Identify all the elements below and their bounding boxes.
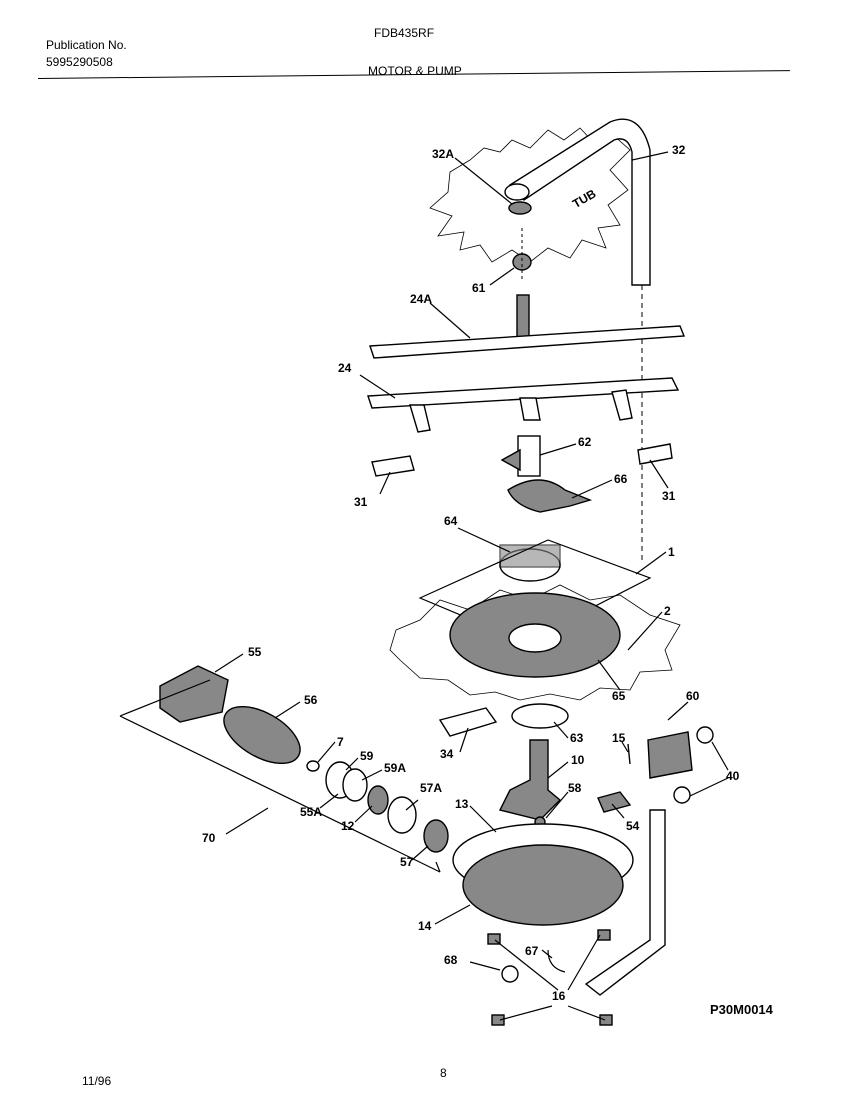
callout-13: 13: [455, 797, 469, 811]
tube-end: [504, 183, 530, 201]
part-57: [423, 819, 449, 853]
bearing-61: [512, 253, 532, 271]
callout-55: 55: [248, 645, 262, 659]
callout-70: 70: [202, 831, 216, 845]
spray-arm-hub: [516, 294, 530, 338]
callout-31-right: 31: [662, 489, 676, 503]
revision-date: 11/96: [82, 1074, 112, 1088]
hub-tab: [500, 448, 521, 472]
callout-10: 10: [571, 753, 585, 767]
part-40b: [673, 786, 691, 804]
ring-63: [511, 703, 569, 729]
seal-59A: [342, 768, 368, 802]
callout-63: 63: [570, 731, 584, 745]
foot-16b: [597, 929, 611, 941]
part-15: [627, 743, 631, 765]
leader-16b: [567, 1005, 606, 1021]
callout-65: 65: [612, 689, 626, 703]
callout-34: 34: [440, 747, 454, 761]
bracket-70-line: [119, 715, 441, 873]
callout-58: 58: [568, 781, 582, 795]
callout-16: 16: [552, 989, 566, 1003]
lower-hose: [584, 809, 666, 996]
callout-40: 40: [726, 769, 740, 783]
impeller-12: [367, 785, 389, 815]
callout-14: 14: [418, 919, 432, 933]
diagram-code: P30M0014: [710, 1002, 773, 1017]
nut-32A: [508, 201, 532, 215]
callout-7: 7: [337, 735, 344, 749]
plate-34: [438, 707, 498, 737]
foot-16d: [599, 1014, 613, 1026]
part-7: [306, 760, 320, 772]
callout-24A: 24A: [410, 292, 432, 306]
foot-16c: [491, 1014, 505, 1026]
leader-16a: [499, 1005, 553, 1021]
callout-32: 32: [672, 143, 686, 157]
callout-1: 1: [668, 545, 675, 559]
callout-57: 57: [400, 855, 414, 869]
callout-12: 12: [341, 819, 355, 833]
callout-62: 62: [578, 435, 592, 449]
publication-label: Publication No.: [46, 38, 127, 52]
leader-16d: [567, 934, 601, 991]
part-40a: [696, 726, 714, 744]
svg-text:TUB: TUB: [570, 186, 599, 211]
upper-spray-tube: [508, 118, 651, 286]
basket-14: [462, 844, 624, 926]
callout-60: 60: [686, 689, 700, 703]
callout-59: 59: [360, 749, 374, 763]
publication-number: 5995290508: [46, 55, 113, 69]
motor-56: [223, 705, 301, 765]
part-66: [507, 479, 593, 513]
upper-spray-arm-24A: [369, 325, 686, 359]
callout-15: 15: [612, 731, 626, 745]
callout-61: 61: [472, 281, 486, 295]
part-68: [501, 965, 519, 983]
callout-66: 66: [614, 472, 628, 486]
foot-16a: [487, 933, 501, 945]
callout-2: 2: [664, 604, 671, 618]
callout-64: 64: [444, 514, 458, 528]
leader-lines: [214, 151, 729, 971]
part-54: [597, 791, 632, 813]
pump-10: [498, 739, 562, 821]
callout-68: 68: [444, 953, 458, 967]
model-number: FDB435RF: [374, 26, 435, 40]
part-67: [547, 949, 566, 973]
sump-center: [508, 623, 562, 653]
callout-54: 54: [626, 819, 640, 833]
bracket-70-top: [119, 679, 211, 717]
callout-67: 67: [525, 944, 539, 958]
callout-31-left: 31: [354, 495, 368, 509]
callout-59A: 59A: [384, 761, 406, 775]
bracket-31-left: [371, 455, 415, 477]
callout-56: 56: [304, 693, 318, 707]
callout-24: 24: [338, 361, 352, 375]
part-55: [159, 665, 229, 723]
hub-62: [517, 435, 541, 477]
tub-outline-lower: [389, 584, 681, 701]
section-title: MOTOR & PUMP: [368, 64, 462, 78]
part-60: [647, 731, 693, 779]
leader-16c: [494, 939, 559, 991]
bracket-70-end: [435, 861, 441, 873]
tub-outline-upper: [429, 127, 631, 263]
page-number: 8: [440, 1066, 447, 1080]
callout-57A: 57A: [420, 781, 442, 795]
callout-32A: 32A: [432, 147, 454, 161]
lower-spray-arm-24: [367, 377, 680, 409]
filter-mesh: [499, 544, 561, 568]
bracket-31-right: [637, 443, 673, 465]
spray-arm-feet: [409, 389, 633, 433]
part-57A: [387, 796, 417, 834]
callout-55A: 55A: [300, 805, 322, 819]
